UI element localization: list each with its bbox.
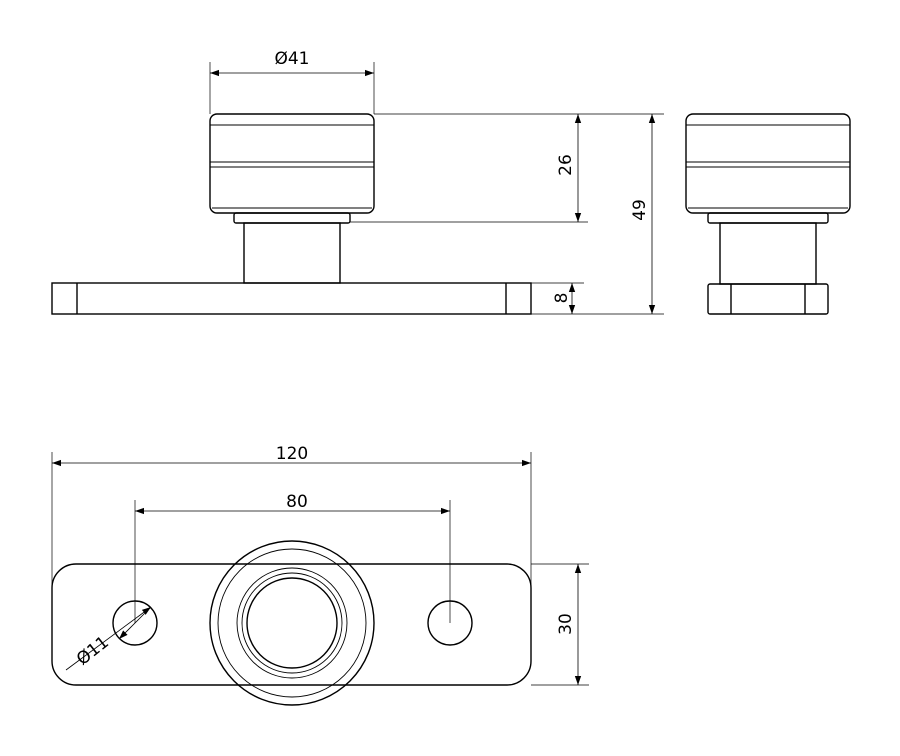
knob-center [246, 577, 338, 669]
front-collar [233, 212, 351, 224]
side-stem [719, 222, 817, 285]
label-hole-diameter: Ø11 [73, 632, 113, 669]
front-stem [243, 222, 341, 284]
top-base-plate [51, 563, 532, 686]
label-base-width: 30 [556, 613, 576, 635]
side-view [685, 113, 851, 315]
knob-outer-ring [209, 540, 375, 706]
side-collar [707, 212, 829, 224]
label-overall-length: 120 [276, 444, 308, 464]
dimension-overall-length: 120 [51, 444, 532, 585]
side-base [707, 283, 829, 315]
dimension-knob-diameter: Ø41 [209, 49, 375, 114]
front-view [51, 113, 532, 315]
label-total-height: 49 [630, 199, 650, 221]
front-base-plate [51, 282, 532, 315]
side-knob [685, 113, 851, 214]
dimension-base-thickness: 8 [531, 282, 584, 314]
label-hole-spacing: 80 [286, 492, 308, 512]
dimension-hole-spacing: 80 [134, 492, 451, 623]
label-knob-diameter: Ø41 [274, 49, 309, 69]
dimension-total-height: 49 [531, 113, 664, 315]
front-knob [209, 113, 375, 214]
label-knob-height: 26 [556, 154, 576, 176]
top-view [51, 540, 532, 706]
dimension-knob-height: 26 [350, 113, 588, 223]
dimension-base-width: 30 [531, 563, 589, 686]
dimension-hole-diameter: Ø11 [65, 606, 152, 671]
label-base-thickness: 8 [552, 293, 572, 304]
